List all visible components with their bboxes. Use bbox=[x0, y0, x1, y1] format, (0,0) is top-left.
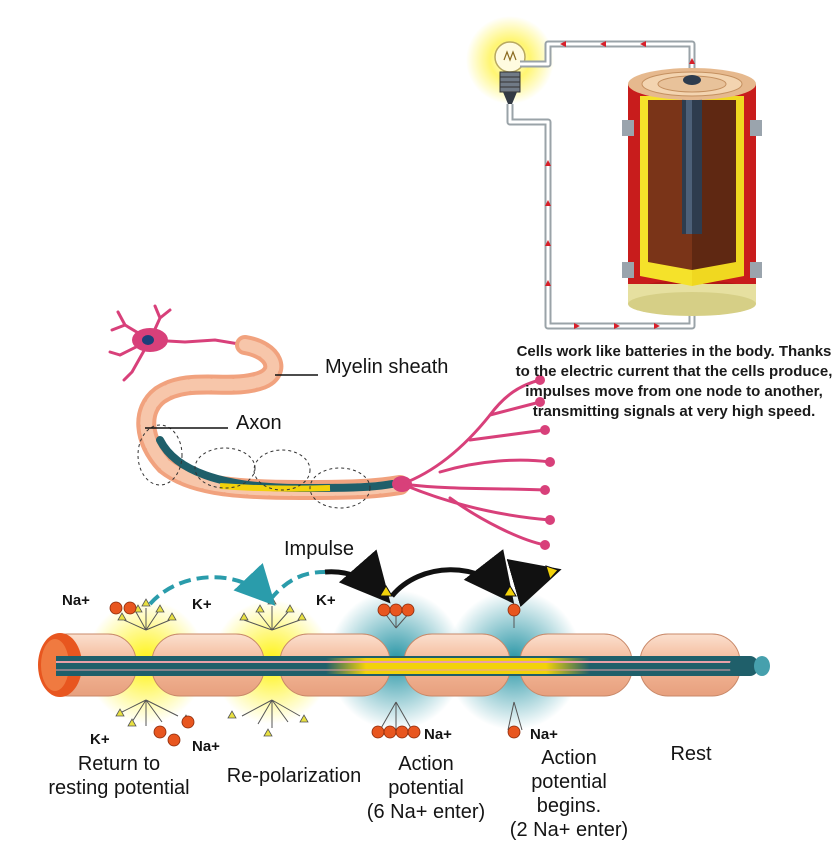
signal-region bbox=[366, 658, 546, 674]
label-myelin-sheath: Myelin sheath bbox=[325, 356, 448, 379]
cell-body bbox=[110, 306, 245, 380]
label-axon: Axon bbox=[236, 412, 282, 435]
ion-k-bottom-left: K+ bbox=[90, 731, 110, 748]
stage-action-potential-begins: Action potential begins. (2 Na+ enter) bbox=[494, 746, 644, 842]
stage-action-potential: Action potential (6 Na+ enter) bbox=[346, 752, 506, 824]
ion-na-bottom-3: Na+ bbox=[530, 726, 558, 743]
battery-circuit bbox=[466, 16, 762, 329]
ion-na-bottom-2: Na+ bbox=[424, 726, 452, 743]
ion-k-top-1: K+ bbox=[192, 596, 212, 613]
impulse-arrow-black-3 bbox=[520, 572, 552, 596]
battery-icon bbox=[622, 68, 762, 316]
stage-rest: Rest bbox=[656, 742, 726, 766]
label-impulse: Impulse bbox=[284, 538, 354, 561]
axon-detail bbox=[38, 566, 770, 746]
stage-return-to-resting: Return to resting potential bbox=[24, 752, 214, 800]
ion-k-top-2: K+ bbox=[316, 592, 336, 609]
neuron-illustration bbox=[110, 306, 555, 550]
caption-text: Cells work like batteries in the body. T… bbox=[512, 342, 836, 422]
ion-na-top-left: Na+ bbox=[62, 592, 90, 609]
